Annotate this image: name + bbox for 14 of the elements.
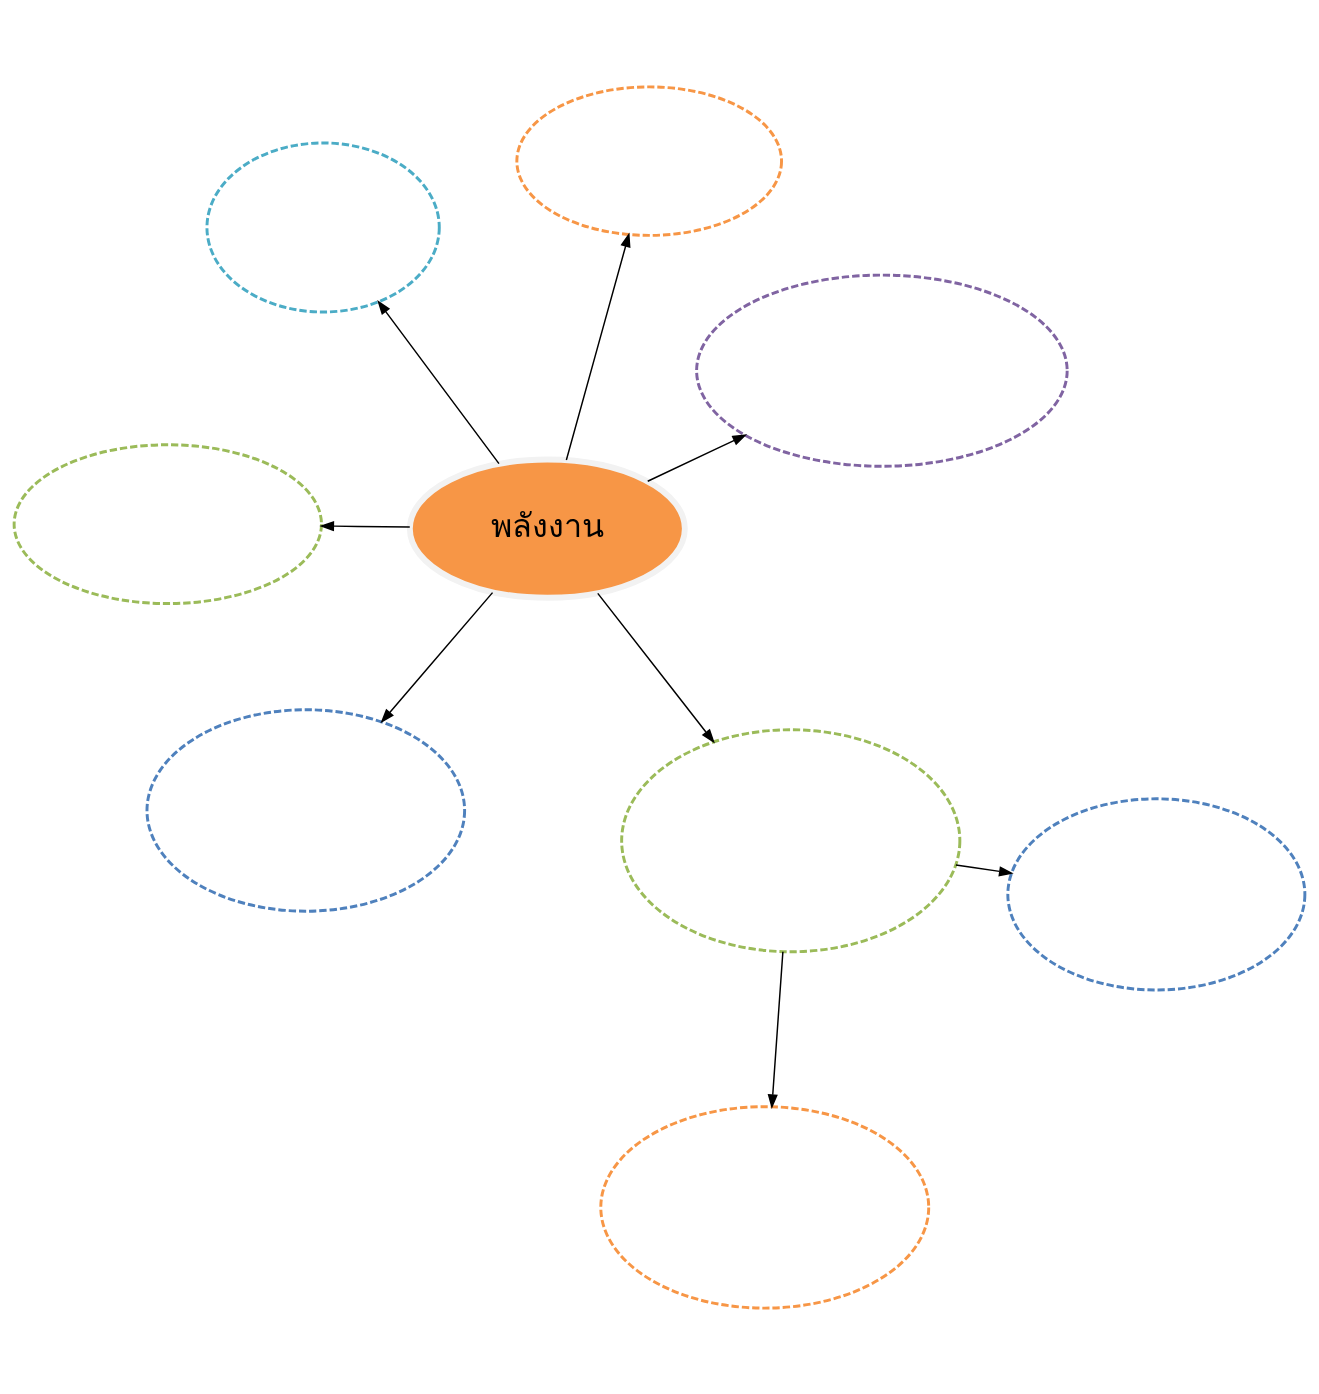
arrow (647, 433, 748, 482)
arrow (565, 231, 631, 461)
arrow (377, 299, 500, 464)
node-ellipse (12, 442, 323, 605)
node-ellipse (1006, 796, 1307, 991)
node-ellipse: พลังงาน (406, 456, 688, 601)
arrow (767, 950, 784, 1109)
node-ellipse (515, 84, 783, 237)
node-ellipse (695, 273, 1069, 468)
node-ellipse (599, 1104, 931, 1310)
arrow (319, 520, 411, 531)
arrow (955, 863, 1014, 876)
arrow (597, 592, 715, 743)
arrow (380, 591, 494, 723)
